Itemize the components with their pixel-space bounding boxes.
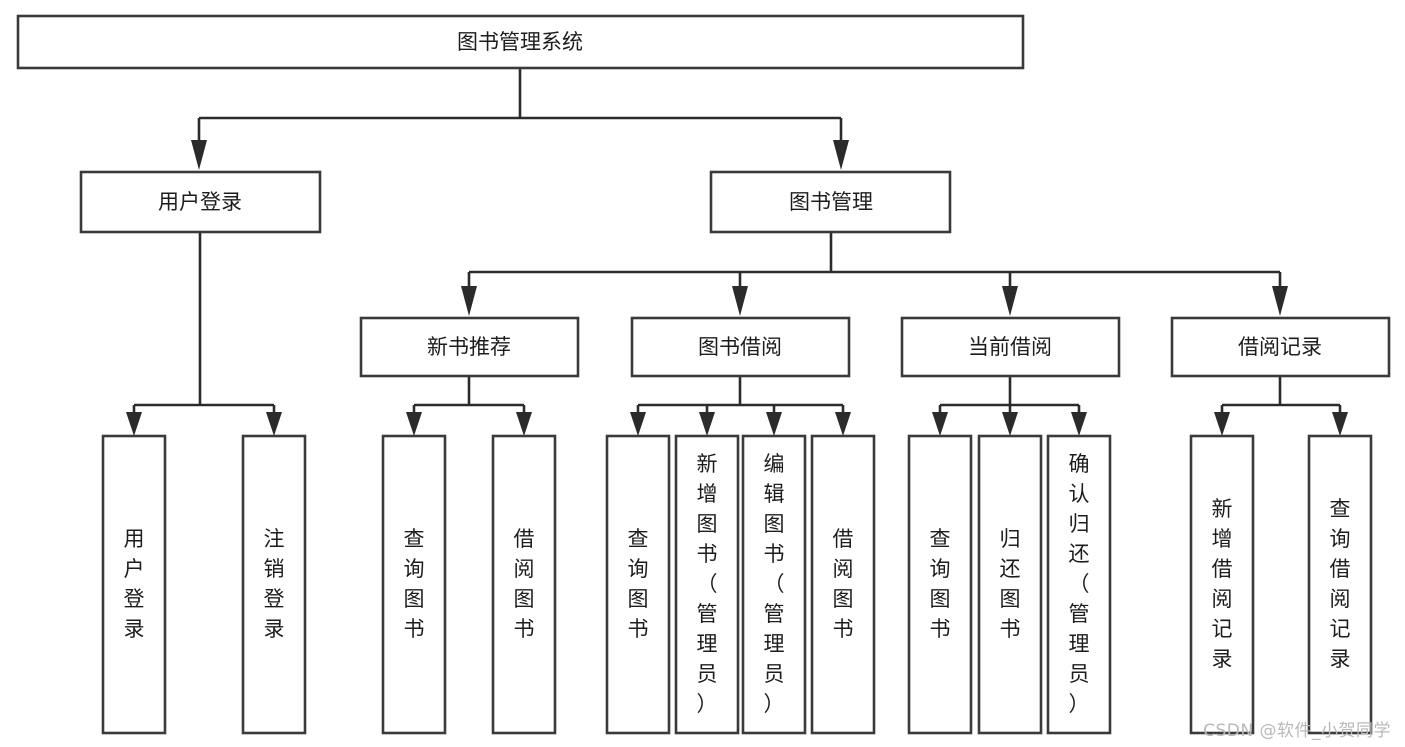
- arrow-head-icon: [1071, 412, 1087, 436]
- node-leaf-logout-login-label: 注销登录: [264, 527, 285, 641]
- node-leaf-query-book-3[interactable]: 查询图书: [907, 434, 973, 735]
- node-leaf-add-record-label: 新增借阅记录: [1212, 497, 1233, 671]
- node-leaf-logout-login[interactable]: 注销登录: [241, 434, 307, 735]
- node-leaf-query-book-3-label: 查询图书: [930, 527, 951, 641]
- arrow-head-icon: [932, 412, 948, 436]
- arrow-head-icon: [1214, 412, 1230, 436]
- node-book-borrow[interactable]: 图书借阅: [630, 316, 851, 378]
- node-root[interactable]: 图书管理系统: [16, 14, 1025, 70]
- connector-userlogin-to-leaves: [126, 232, 282, 436]
- node-leaf-add-book[interactable]: 新增图书（管理员）: [674, 434, 740, 735]
- arrow-head-icon: [1332, 412, 1348, 436]
- node-new-book-recommend-label: 新书推荐: [427, 335, 511, 359]
- node-book-management-label: 图书管理: [789, 190, 873, 214]
- arrow-head-icon: [699, 412, 715, 436]
- arrow-head-icon: [1002, 286, 1018, 316]
- connector-root-to-level2: [191, 68, 849, 170]
- node-current-borrow-label: 当前借阅: [968, 335, 1052, 359]
- node-leaf-query-record[interactable]: 查询借阅记录: [1307, 434, 1373, 735]
- arrow-head-icon: [266, 412, 282, 436]
- node-leaf-borrow-book-2-label: 借阅图书: [833, 527, 854, 641]
- connector-newbook-to-leaves: [406, 376, 532, 436]
- node-leaf-return-book[interactable]: 归还图书: [977, 434, 1043, 735]
- node-book-borrow-label: 图书借阅: [698, 335, 782, 359]
- connector-currentborrow-to-leaves: [932, 376, 1087, 436]
- node-leaf-edit-book-label: 编辑图书（管理员）: [764, 452, 785, 716]
- node-root-label: 图书管理系统: [457, 30, 583, 54]
- node-current-borrow[interactable]: 当前借阅: [900, 316, 1121, 378]
- node-leaf-query-book-2[interactable]: 查询图书: [605, 434, 671, 735]
- node-leaf-query-book-2-label: 查询图书: [628, 527, 649, 641]
- connector-borrowrecord-to-leaves: [1214, 376, 1348, 436]
- arrow-head-icon: [630, 412, 646, 436]
- arrow-head-icon: [833, 140, 849, 170]
- arrow-head-icon: [461, 286, 477, 316]
- node-leaf-query-record-label: 查询借阅记录: [1330, 497, 1351, 671]
- arrow-head-icon: [732, 286, 748, 316]
- connector-bookborrow-to-leaves: [630, 376, 851, 436]
- node-borrow-record[interactable]: 借阅记录: [1170, 316, 1391, 378]
- node-leaf-query-book-1[interactable]: 查询图书: [381, 434, 447, 735]
- arrow-head-icon: [835, 412, 851, 436]
- connector-bookmgmt-to-level3: [461, 232, 1288, 316]
- node-leaf-user-login-label: 用户登录: [124, 527, 145, 641]
- arrow-head-icon: [406, 412, 422, 436]
- node-leaf-borrow-book-2[interactable]: 借阅图书: [810, 434, 876, 735]
- node-leaf-user-login[interactable]: 用户登录: [101, 434, 167, 735]
- node-borrow-record-label: 借阅记录: [1238, 335, 1322, 359]
- node-leaf-add-book-label: 新增图书（管理员）: [697, 452, 718, 716]
- node-user-login-label: 用户登录: [158, 190, 242, 214]
- arrow-head-icon: [1002, 412, 1018, 436]
- arrow-head-icon: [516, 412, 532, 436]
- arrow-head-icon: [766, 412, 782, 436]
- node-leaf-confirm-return-label: 确认归还（管理员）: [1069, 452, 1090, 716]
- node-leaf-query-book-1-label: 查询图书: [404, 527, 425, 641]
- node-leaf-confirm-return[interactable]: 确认归还（管理员）: [1046, 434, 1112, 735]
- node-user-login[interactable]: 用户登录: [79, 170, 322, 234]
- node-leaf-return-book-label: 归还图书: [1000, 527, 1021, 641]
- node-leaf-add-record[interactable]: 新增借阅记录: [1189, 434, 1255, 735]
- node-new-book-recommend[interactable]: 新书推荐: [359, 316, 580, 378]
- node-leaf-borrow-book-1-label: 借阅图书: [514, 527, 535, 641]
- arrow-head-icon: [126, 412, 142, 436]
- arrow-head-icon: [1272, 286, 1288, 316]
- node-leaf-edit-book[interactable]: 编辑图书（管理员）: [741, 434, 807, 735]
- node-book-management[interactable]: 图书管理: [709, 170, 952, 234]
- arrow-head-icon: [191, 140, 207, 170]
- node-leaf-borrow-book-1[interactable]: 借阅图书: [491, 434, 557, 735]
